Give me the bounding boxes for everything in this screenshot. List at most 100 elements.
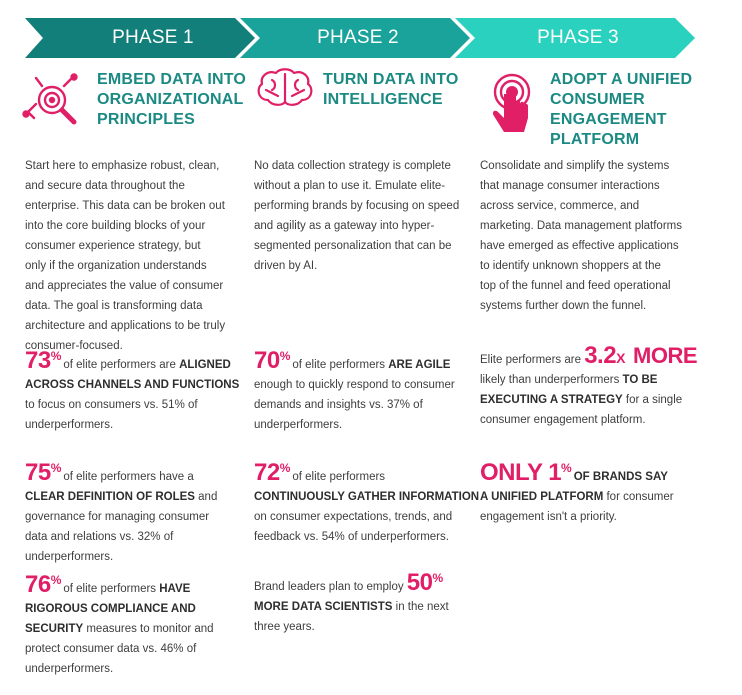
stat-percent: %: [279, 349, 291, 363]
body-line: have emerged as effective applications: [480, 240, 679, 252]
column-1-title: EMBED DATA INTO ORGANIZATIONAL PRINCIPLE…: [97, 70, 246, 130]
column-2-body: No data collection strategy is complete …: [254, 156, 459, 276]
body-line: Consolidate and simplify the systems: [480, 160, 670, 172]
stat-70: 70%of elite performers ARE AGILE enough …: [254, 346, 455, 435]
title-line: ADOPT A UNIFIED: [550, 71, 693, 88]
stat-emphasis: RIGOROUS COMPLIANCE AND: [25, 603, 196, 615]
stat-text: consumer engagement platform.: [480, 414, 646, 426]
stat-text: in the next: [392, 601, 449, 613]
stat-text: of elite performers are: [63, 359, 180, 371]
title-line: INTELLIGENCE: [323, 91, 443, 108]
body-line: and secure data throughout the: [25, 180, 185, 192]
body-line: only if the organization understands: [25, 260, 207, 272]
stat-text: of elite performers: [292, 471, 386, 483]
body-line: enterprise. This data can be broken out: [25, 200, 225, 212]
title-line: ENGAGEMENT: [550, 111, 667, 128]
stat-text: of elite performers have a: [63, 471, 194, 483]
body-line: to identify unknown shoppers at the: [480, 260, 661, 272]
body-line: consumer-focused.: [25, 340, 123, 352]
body-line: marketing. Data management platforms: [480, 220, 682, 232]
stat-text: underperformers.: [254, 419, 343, 431]
stat-emphasis: HAVE: [159, 583, 191, 595]
stat-more: MORE: [627, 343, 698, 368]
stat-number: ONLY 1: [480, 459, 562, 486]
stat-percent: %: [50, 461, 62, 475]
body-line: into the core building blocks of your: [25, 220, 206, 232]
stat-number: 73: [25, 347, 51, 374]
body-line: and agility as a gateway into hyper-: [254, 220, 435, 232]
stat-percent: %: [50, 349, 62, 363]
stat-emphasis: EXECUTING A STRATEGY: [480, 394, 623, 406]
body-line: architecture and applications to be trul…: [25, 320, 226, 332]
stat-number: 50: [406, 569, 433, 596]
stat-73: 73%of elite performers are ALIGNED ACROS…: [25, 346, 239, 435]
column-1-body: Start here to emphasize robust, clean, a…: [25, 156, 225, 356]
stat-text: for consumer: [603, 491, 674, 503]
stat-emphasis: ALIGNED: [179, 359, 231, 371]
stat-text: measures to monitor and: [83, 623, 214, 635]
stat-emphasis: TO BE: [622, 374, 658, 386]
stat-text: engagement isn't a priority.: [480, 511, 617, 523]
stat-text: feedback vs. 54% of underperformers.: [254, 531, 449, 543]
stat-text: three years.: [254, 621, 315, 633]
stat-percent: %: [279, 461, 291, 475]
body-line: Start here to emphasize robust, clean,: [25, 160, 220, 172]
stat-emphasis: CLEAR DEFINITION OF ROLES: [25, 491, 195, 503]
stat-text: and: [194, 491, 218, 503]
body-line: data. The goal is transforming data: [25, 300, 203, 312]
stat-number: 75: [25, 459, 51, 486]
stat-text: of elite performers: [63, 583, 160, 595]
phase-1-label: PHASE 1: [112, 27, 194, 48]
stat-text: to focus on consumers vs. 51% of: [25, 399, 198, 411]
column-2-title: TURN DATA INTO INTELLIGENCE: [323, 70, 459, 110]
body-line: and appreciates the value of consumer: [25, 280, 224, 292]
stat-emphasis: ACROSS CHANNELS AND FUNCTIONS: [25, 379, 240, 391]
stat-multiplier: X: [616, 350, 626, 366]
phase-bar: PHASE 1 PHASE 2 PHASE 3: [25, 18, 725, 58]
stat-text: Brand leaders plan to employ: [254, 581, 407, 593]
stat-emphasis: A UNIFIED PLATFORM: [480, 491, 604, 503]
stat-emphasis: CONTINUOUSLY GATHER INFORMATION: [254, 491, 480, 503]
phase-2-arrow: [240, 18, 470, 58]
body-line: across service, commerce, and: [480, 200, 640, 212]
stat-text: likely than underperformers: [480, 374, 623, 386]
phase-arrows: [25, 18, 695, 58]
title-line: EMBED DATA INTO: [97, 71, 247, 88]
stat-number: 72: [254, 459, 280, 486]
title-line: PLATFORM: [550, 131, 640, 148]
stat-text: Elite performers are: [480, 354, 585, 366]
stat-only-1: ONLY 1%OF BRANDS SAY A UNIFIED PLATFORM …: [480, 458, 674, 527]
stat-50: Brand leaders plan to employ 50% MORE DA…: [254, 568, 449, 637]
stat-emphasis: MORE DATA SCIENTISTS: [254, 601, 393, 613]
body-line: No data collection strategy is complete: [254, 160, 451, 172]
stat-text: on consumer expectations, trends, and: [254, 511, 453, 523]
stat-text: governance for managing consumer: [25, 511, 210, 523]
title-line: PRINCIPLES: [97, 111, 196, 128]
stat-text: demands and insights vs. 37% of: [254, 399, 423, 411]
stat-text: underperformers.: [25, 551, 114, 563]
phase-3-label: PHASE 3: [537, 27, 619, 48]
brain-icon: [254, 66, 316, 110]
touch-target-icon: [490, 72, 540, 140]
body-line: systems further down the funnel.: [480, 300, 647, 312]
target-magnifier-icon: [22, 72, 84, 134]
stat-text: enough to quickly respond to consumer: [254, 379, 455, 391]
phase-1-arrow: [25, 18, 255, 58]
stat-percent: %: [432, 571, 444, 585]
stat-text: protect consumer data vs. 46% of: [25, 643, 197, 655]
body-line: that manage consumer interactions: [480, 180, 660, 192]
column-3-title: ADOPT A UNIFIED CONSUMER ENGAGEMENT PLAT…: [550, 70, 692, 150]
stat-number: 3.2: [584, 342, 617, 369]
body-line: top of the funnel and feed operational: [480, 280, 671, 292]
title-line: CONSUMER: [550, 91, 645, 108]
stat-emphasis: SECURITY: [25, 623, 84, 635]
stat-number: 70: [254, 347, 280, 374]
stat-72: 72%of elite performers CONTINUOUSLY GATH…: [254, 458, 479, 547]
phase-3-arrow: [455, 18, 695, 58]
stat-emphasis: OF BRANDS SAY: [573, 471, 668, 483]
stat-text: for a single: [622, 394, 683, 406]
stat-76: 76%of elite performers HAVE RIGOROUS COM…: [25, 570, 214, 679]
title-line: TURN DATA INTO: [323, 71, 459, 88]
stat-3-2x: Elite performers are 3.2X MORE likely th…: [480, 343, 698, 430]
stat-number: 76: [25, 571, 51, 598]
